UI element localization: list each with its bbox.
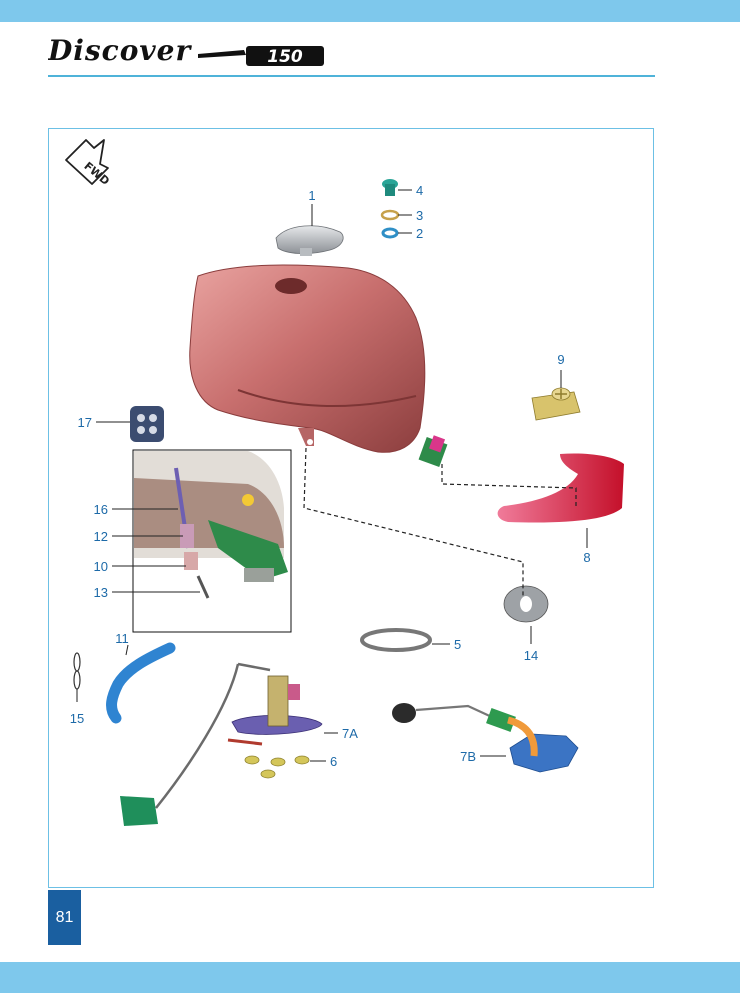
page-number: 81 [48,890,81,945]
o-ring-5 [360,628,432,652]
callout-7a: 7A [342,726,358,741]
fuel-tap-inset [132,449,292,633]
connector-9 [531,387,581,421]
knee-pad-8 [497,453,624,523]
callout-4: 4 [416,183,423,198]
callout-11: 11 [115,631,129,646]
hose-clip-15 [73,652,81,690]
exploded-parts-diagram: FWD [65,139,624,826]
callout-16: 16 [94,502,108,517]
bolt-4 [382,179,398,196]
callout-3: 3 [416,208,423,223]
nuts-6 [244,755,310,779]
callout-13: 13 [94,585,108,600]
callout-9: 9 [557,352,564,367]
callout-17: 17 [78,415,92,430]
fuel-cap [275,225,344,256]
washer-2 [381,227,399,239]
fuel-sender-7b [392,703,579,773]
bottom-band [0,962,740,993]
brand-model: 150 [267,47,303,67]
grommet-14 [503,585,549,623]
top-band [0,0,740,22]
forward-arrow-icon: FWD [65,139,112,188]
dashed-guide-tank-pad [441,464,577,506]
diagram-frame [48,128,654,888]
callout-15: 15 [70,711,84,726]
brand-logo: Discover 150 [48,34,324,67]
callout-5: 5 [454,637,461,652]
fuel-hose-11 [106,642,176,724]
callout-2: 2 [416,226,423,241]
callout-14: 14 [524,648,538,663]
callout-6: 6 [330,754,337,769]
brand-model-badge [246,46,324,66]
brand-swoosh [198,50,246,58]
callout-12: 12 [94,529,108,544]
leader-lines [76,189,588,762]
header-rule [48,75,655,77]
callout-8: 8 [583,550,590,565]
dashed-guide-tank-grommet [303,447,524,598]
washer-3 [380,209,400,221]
callout-7b: 7B [460,749,476,764]
callout-1: 1 [308,188,315,203]
fuel-tank [189,264,448,468]
fuel-sender-7a [120,662,323,826]
callout-10: 10 [94,559,108,574]
brand-script: Discover [48,34,192,67]
grommet-17 [130,406,164,442]
